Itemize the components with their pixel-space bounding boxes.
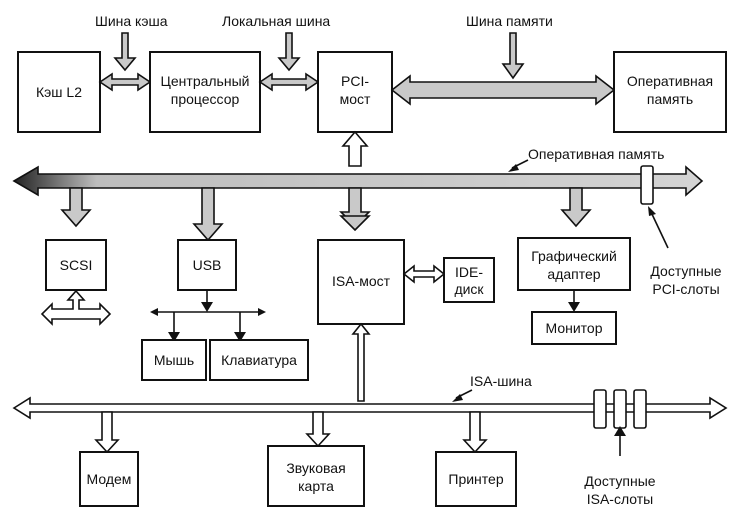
keyboard-arrowhead xyxy=(234,332,246,342)
scsi-block xyxy=(45,239,107,291)
mouse-label: Мышь xyxy=(154,352,194,368)
sound-card-label-line2: карта xyxy=(298,478,334,494)
keyboard-block xyxy=(209,339,309,381)
l2-cache-block xyxy=(17,51,101,133)
ram-label-line2: память xyxy=(647,91,693,107)
sound-card-label-line1: Звуковая xyxy=(286,460,345,476)
ide-disk-block xyxy=(443,257,495,303)
local-bus-label: Локальная шина xyxy=(222,13,330,29)
pci-bridge-up-arrow xyxy=(341,130,369,167)
usb-drop-arrow xyxy=(192,187,224,242)
mouse-arrowhead xyxy=(168,332,180,342)
mouse-block xyxy=(141,339,207,381)
graphics-drop-arrow xyxy=(560,187,592,228)
pci-bus-label-arrowhead xyxy=(508,164,519,172)
memory-bus-pointer xyxy=(501,32,525,80)
ram-label-line1: Оперативная xyxy=(627,73,713,89)
scsi-connector-arrow xyxy=(40,289,112,326)
isa-slots-label-line2: ISA-слоты xyxy=(587,491,654,507)
ide-connector-arrow xyxy=(402,264,446,284)
isa-slot-2 xyxy=(613,389,627,429)
printer-label: Принтер xyxy=(448,471,503,487)
modem-block xyxy=(79,451,139,507)
modem-label: Модем xyxy=(87,471,132,487)
sound-card-block xyxy=(267,445,365,507)
ide-disk-label-line2: диск xyxy=(454,281,484,297)
isa-bridge-block xyxy=(317,239,405,325)
isa-bridge-label: ISA-мост xyxy=(332,273,391,289)
cpu-block xyxy=(149,51,261,133)
isa-slots-label-line1: Доступные xyxy=(584,473,655,489)
isa-bridge-pci-arrow-up xyxy=(339,215,371,232)
scsi-drop-arrow xyxy=(60,187,92,228)
pci-slots-arrowhead xyxy=(648,206,656,216)
isa-slot-1 xyxy=(593,389,607,429)
isa-bus-label-arrowhead xyxy=(452,394,463,402)
memory-bus-label: Шина памяти xyxy=(466,13,553,29)
usb-right-arrowhead xyxy=(258,308,266,316)
printer-drop-arrow xyxy=(462,411,488,454)
printer-block xyxy=(435,451,517,507)
pci-slots-pointer xyxy=(650,211,669,249)
cache-bus-pointer xyxy=(113,32,137,72)
l2-cache-label: Кэш L2 xyxy=(36,84,82,100)
cpu-label-line2: процессор xyxy=(171,91,240,107)
isa-bus-label: ISA-шина xyxy=(470,373,532,389)
scsi-label: SCSI xyxy=(60,257,93,273)
usb-block xyxy=(177,239,237,291)
pci-bus xyxy=(12,165,704,197)
usb-tree-arrowhead xyxy=(201,302,213,312)
pci-bus-label: Оперативная память xyxy=(528,146,664,162)
pci-slots-label-line2: PCI-слоты xyxy=(652,281,719,297)
local-bus-pointer xyxy=(277,32,301,72)
cache-bus-label: Шина кэша xyxy=(95,13,168,29)
cache-bus-arrow xyxy=(98,72,152,92)
monitor-label: Монитор xyxy=(546,320,603,336)
graphics-adapter-block xyxy=(517,237,631,291)
pci-bridge-label-line2: мост xyxy=(340,91,371,107)
graphics-adapter-label-line1: Графический xyxy=(531,248,617,264)
cpu-label-line1: Центральный xyxy=(161,73,250,89)
isa-bridge-bus-arrow xyxy=(351,322,371,402)
keyboard-label: Клавиатура xyxy=(221,352,297,368)
sound-drop-arrow xyxy=(305,411,331,448)
isa-slot-3 xyxy=(633,389,647,429)
pci-bridge-label-line1: PCI- xyxy=(341,73,369,89)
ide-disk-label-line1: IDE- xyxy=(455,264,483,280)
monitor-block xyxy=(531,311,617,345)
ram-block xyxy=(613,51,727,133)
graphics-adapter-label-line2: адаптер xyxy=(547,266,600,282)
pci-slots-label-line1: Доступные xyxy=(650,263,721,279)
memory-bus-arrow xyxy=(390,74,616,106)
isa-slots-arrowhead xyxy=(614,426,626,436)
usb-label: USB xyxy=(193,257,222,273)
pci-slot xyxy=(640,165,654,205)
usb-tree-lines xyxy=(153,290,262,334)
isa-bus xyxy=(12,396,728,420)
modem-drop-arrow xyxy=(94,411,120,454)
local-bus-arrow xyxy=(258,72,320,92)
monitor-arrowhead xyxy=(568,302,580,312)
usb-left-arrowhead xyxy=(150,308,158,316)
